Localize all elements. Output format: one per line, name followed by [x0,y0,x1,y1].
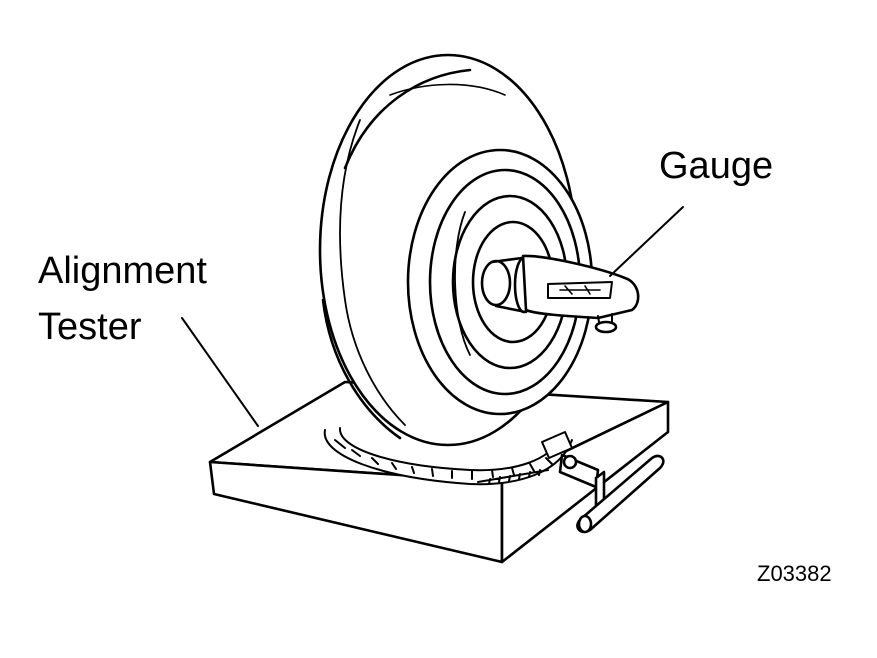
turntable-scale [323,427,573,486]
turntable-lock-lever [558,453,665,534]
gauge-label: Gauge [659,145,774,187]
alignment-tester-label-line1: Alignment [38,250,207,292]
alignment-tester-label-line2: Tester [38,306,142,348]
gauge-leader-line [609,206,684,277]
alignment-tester-leader-line [181,317,259,427]
figure-code: Z03382 [757,561,832,586]
camber-gauge [521,254,640,334]
